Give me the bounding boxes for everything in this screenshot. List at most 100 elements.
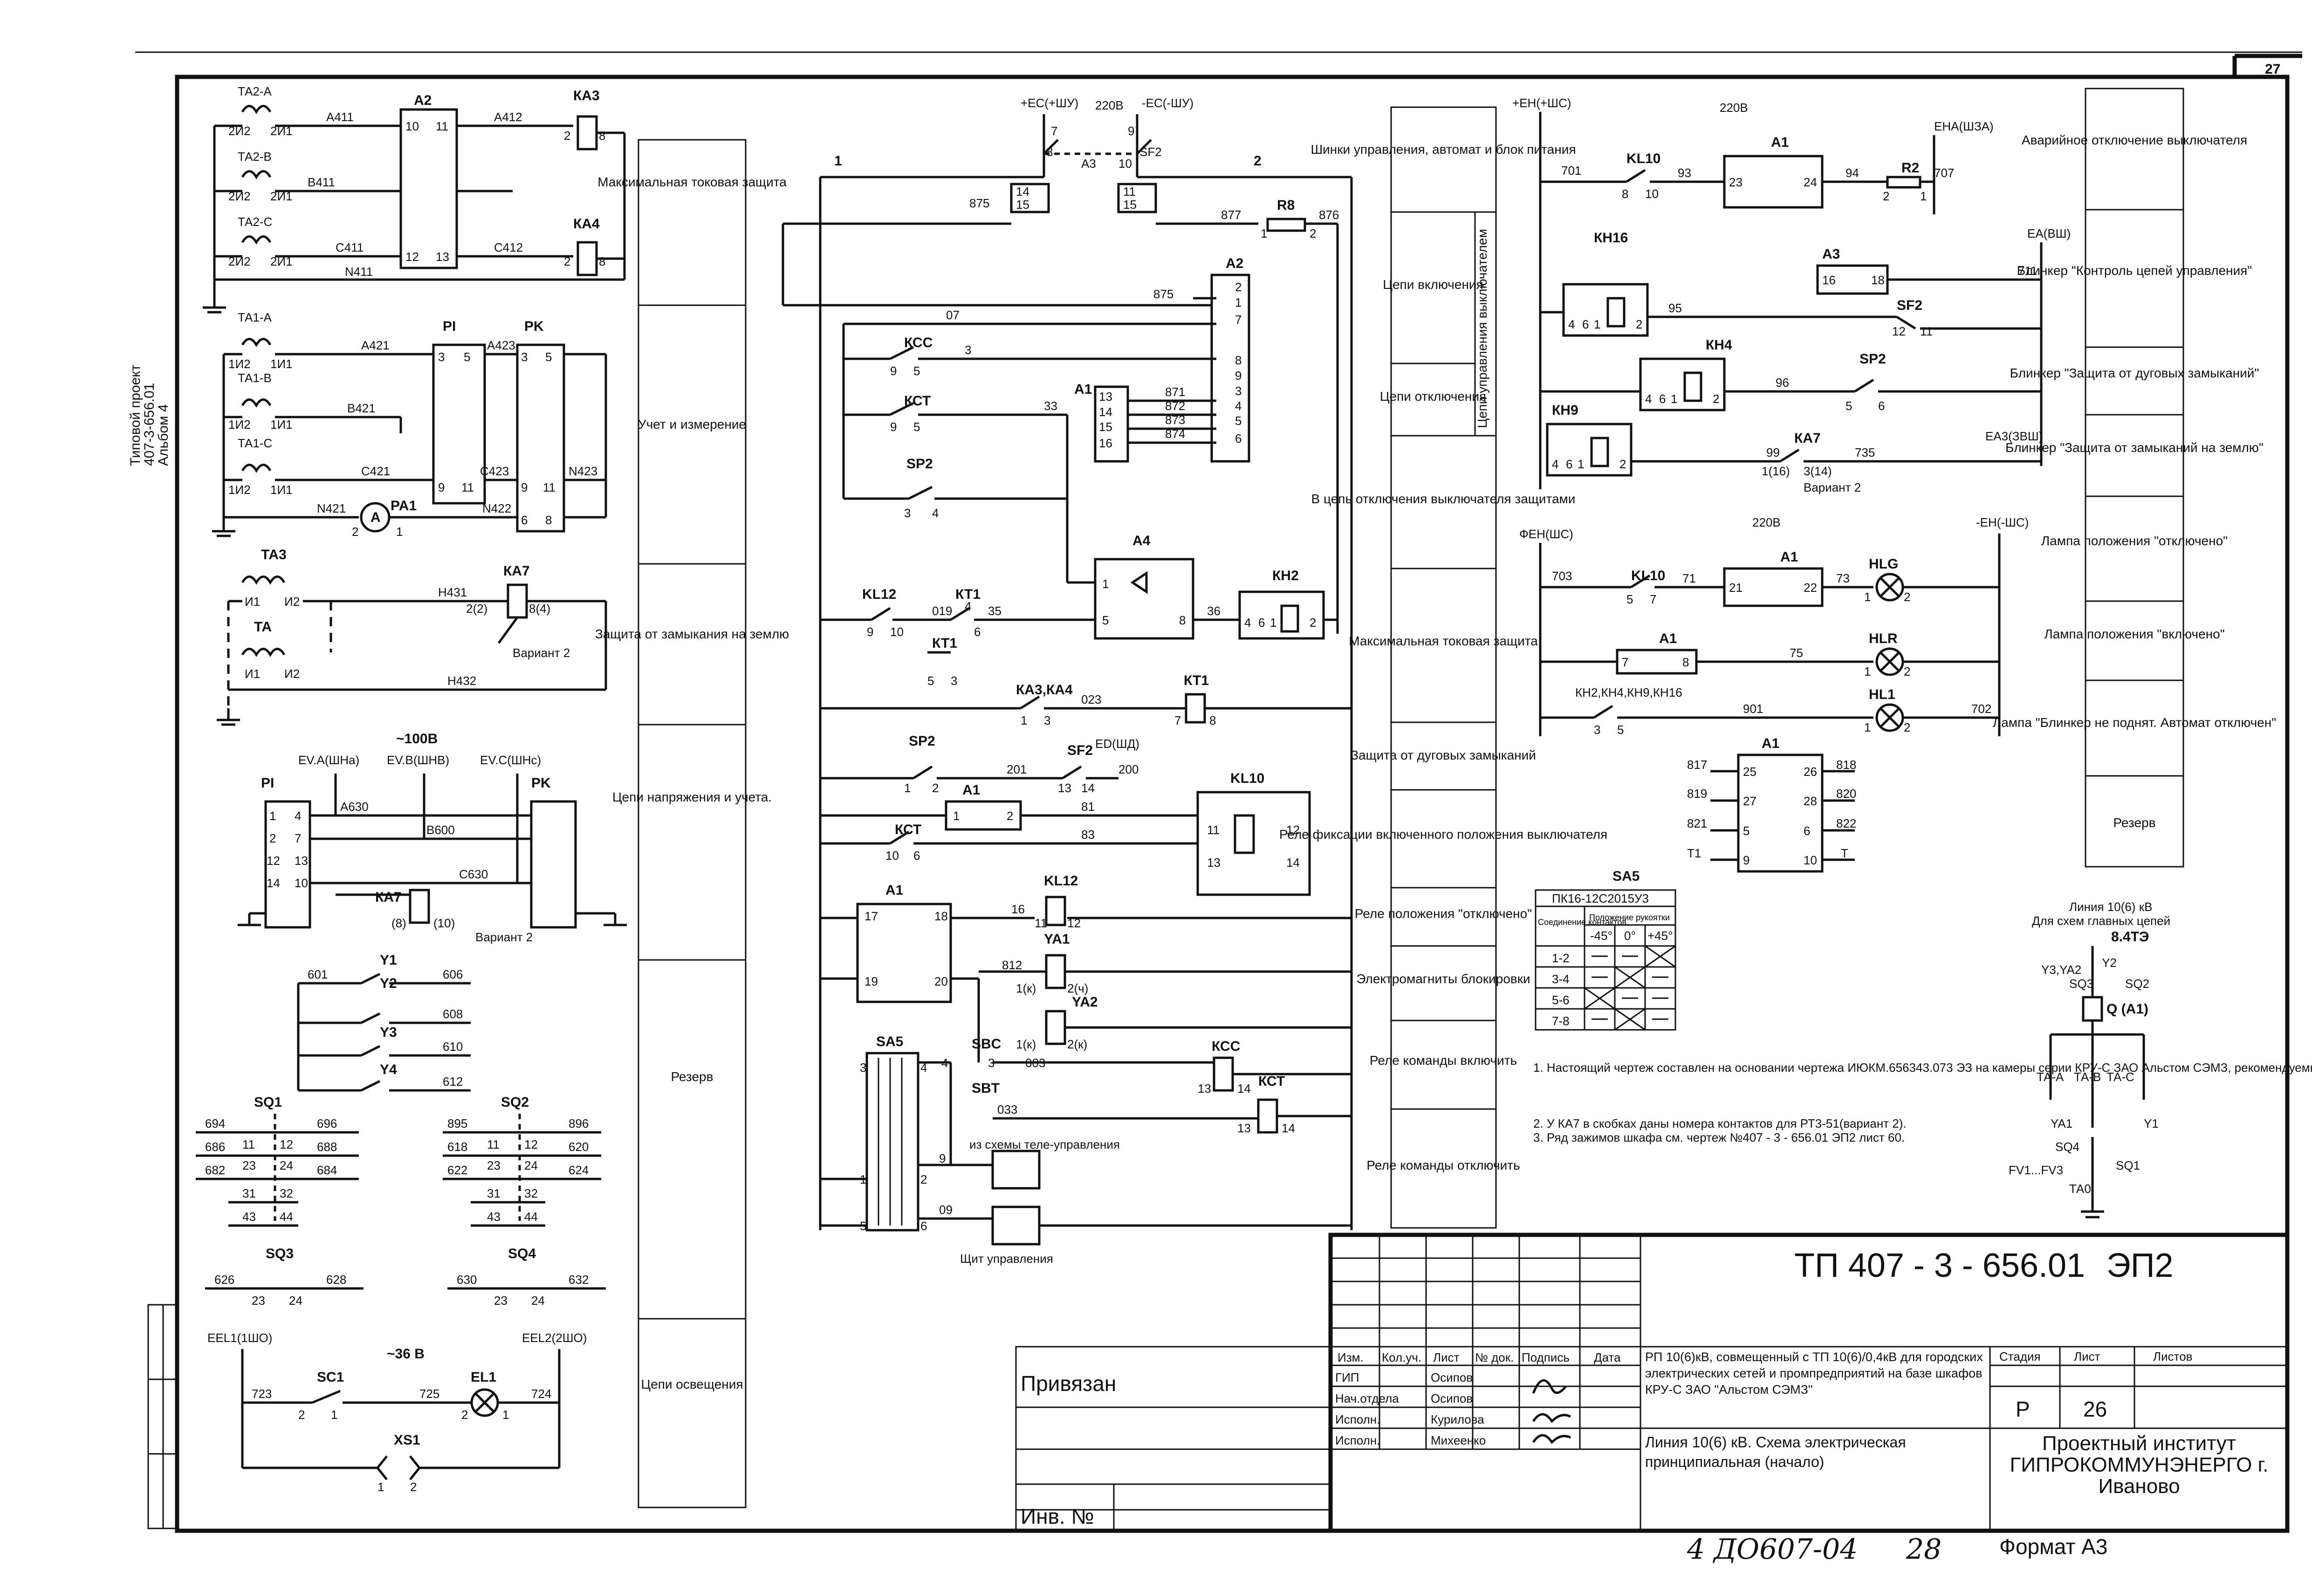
svg-text:13: 13: [295, 854, 308, 868]
svg-text:606: 606: [443, 967, 463, 981]
svg-text:Лампа положения "включено": Лампа положения "включено": [2044, 627, 2224, 641]
svg-text:3: 3: [965, 343, 971, 357]
svg-text:10: 10: [890, 625, 904, 639]
svg-text:8.4ТЭ: 8.4ТЭ: [2111, 929, 2149, 945]
svg-text:25: 25: [1743, 765, 1756, 779]
svg-text:684: 684: [317, 1163, 337, 1177]
svg-text:14: 14: [1016, 185, 1029, 199]
svg-text:220В: 220В: [1095, 98, 1124, 112]
svg-text:SF2: SF2: [1897, 298, 1922, 313]
svg-text:694: 694: [205, 1117, 225, 1130]
svg-text:3: 3: [904, 506, 911, 520]
svg-text:КА3: КА3: [573, 88, 600, 103]
svg-text:1: 1: [269, 809, 276, 823]
svg-text:688: 688: [317, 1140, 337, 1154]
svg-text:12: 12: [1286, 823, 1300, 837]
svg-text:ПК16-12С2015У3: ПК16-12С2015У3: [1552, 891, 1649, 905]
svg-text:1: 1: [1594, 317, 1600, 331]
svg-text:Альбом 4: Альбом 4: [156, 404, 171, 466]
svg-text:07: 07: [946, 308, 960, 322]
svg-text:901: 901: [1743, 702, 1763, 716]
svg-text:А1: А1: [1659, 631, 1677, 646]
svg-text:T: T: [1841, 846, 1848, 860]
svg-text:28: 28: [1804, 794, 1817, 808]
svg-text:725: 725: [419, 1387, 439, 1401]
svg-text:10: 10: [405, 119, 419, 133]
svg-text:Типовой проект: Типовой проект: [128, 364, 143, 466]
svg-text:Вариант 2: Вариант 2: [1804, 480, 1861, 494]
svg-text:В цепь отключения выключателя: В цепь отключения выключателя защитами: [1311, 492, 1576, 506]
svg-text:8: 8: [545, 513, 552, 527]
svg-text:200: 200: [1118, 762, 1139, 776]
svg-text:Блинкер "Защита от дуговых зам: Блинкер "Защита от дуговых замыканий": [2010, 366, 2259, 380]
svg-text:618: 618: [447, 1140, 467, 1154]
svg-text:32: 32: [280, 1186, 293, 1200]
svg-text:ТА2-А: ТА2-А: [238, 84, 272, 98]
svg-text:КН2,КН4,КН9,КН16: КН2,КН4,КН9,КН16: [1575, 685, 1682, 699]
svg-text:Максимальная токовая защита: Максимальная токовая защита: [597, 175, 787, 189]
svg-text:4: 4: [1568, 317, 1575, 331]
svg-text:2(ч): 2(ч): [1067, 981, 1088, 995]
notes: 1. Настоящий чертеж составлен на основан…: [1533, 1061, 2312, 1144]
svg-text:И1: И1: [245, 667, 260, 681]
svg-text:26: 26: [1804, 765, 1817, 779]
svg-text:SQ2: SQ2: [2125, 977, 2149, 991]
svg-text:1: 1: [1102, 577, 1109, 591]
svg-text:1И2: 1И2: [228, 357, 251, 371]
svg-text:4: 4: [932, 506, 939, 520]
svg-text:из схемы теле-управления: из схемы теле-управления: [969, 1137, 1120, 1151]
svg-text:КН4: КН4: [1706, 337, 1732, 353]
svg-text:KL10: KL10: [1230, 771, 1264, 786]
svg-text:YA1: YA1: [1044, 932, 1070, 947]
svg-text:10: 10: [885, 849, 899, 863]
svg-text:Учет и измерение: Учет и измерение: [638, 417, 746, 432]
svg-text:Реле команды отключить: Реле команды отключить: [1366, 1158, 1520, 1172]
svg-text:701: 701: [1561, 164, 1581, 178]
svg-text:26: 26: [2083, 1397, 2107, 1421]
svg-text:SQ3: SQ3: [266, 1246, 294, 1261]
svg-text:+ЕС(+ШУ): +ЕС(+ШУ): [1021, 96, 1078, 110]
svg-text:24: 24: [531, 1294, 545, 1308]
svg-text:Q (A1): Q (A1): [2106, 1001, 2148, 1017]
svg-text:24: 24: [289, 1294, 302, 1308]
svg-text:1: 1: [1578, 457, 1584, 471]
svg-text:2: 2: [1636, 317, 1642, 331]
svg-text:11: 11: [1207, 823, 1220, 837]
side-stamp: Типовой проект 407-3-656.01 Альбом 4: [128, 364, 171, 466]
svg-text:23: 23: [494, 1294, 508, 1308]
svg-text:23: 23: [242, 1158, 256, 1172]
svg-text:7: 7: [295, 831, 301, 845]
svg-text:С412: С412: [494, 240, 523, 254]
svg-text:14: 14: [1282, 1121, 1295, 1135]
left-label-column: Максимальная токовая защита Учет и измер…: [595, 139, 789, 1508]
svg-text:ЕА(ВШ): ЕА(ВШ): [2027, 226, 2071, 240]
svg-text:11: 11: [1035, 916, 1047, 930]
svg-text:15: 15: [1016, 198, 1029, 212]
svg-text:13: 13: [1207, 856, 1221, 870]
svg-text:А1: А1: [885, 883, 903, 898]
svg-text:ТА3: ТА3: [261, 547, 287, 562]
svg-text:821: 821: [1687, 816, 1707, 830]
svg-text:EV.A(ШНа): EV.A(ШНа): [298, 753, 359, 767]
svg-text:N422: N422: [482, 501, 511, 515]
svg-text:YA1: YA1: [2051, 1117, 2072, 1130]
svg-text:628: 628: [326, 1273, 346, 1287]
svg-text:1И1: 1И1: [270, 483, 293, 497]
svg-text:6: 6: [1258, 616, 1265, 630]
svg-text:Защита от замыкания на землю: Защита от замыкания на землю: [595, 627, 789, 641]
svg-text:2: 2: [1310, 616, 1316, 630]
svg-text:872: 872: [1165, 399, 1185, 413]
svg-text:Реле команды включить: Реле команды включить: [1370, 1053, 1517, 1068]
svg-text:7-8: 7-8: [1552, 1014, 1570, 1028]
svg-text:2: 2: [1310, 226, 1316, 240]
svg-text:Лист: Лист: [1433, 1350, 1460, 1364]
svg-text:1: 1: [1864, 720, 1871, 734]
svg-text:11: 11: [487, 1137, 500, 1151]
svg-text:13: 13: [1058, 781, 1071, 795]
svg-text:1: 1: [396, 525, 403, 539]
svg-text:2: 2: [564, 254, 570, 268]
svg-text:KL10: KL10: [1626, 151, 1660, 166]
description-2: Линия 10(6) кВ. Схема электрическая прин…: [1645, 1434, 1906, 1470]
